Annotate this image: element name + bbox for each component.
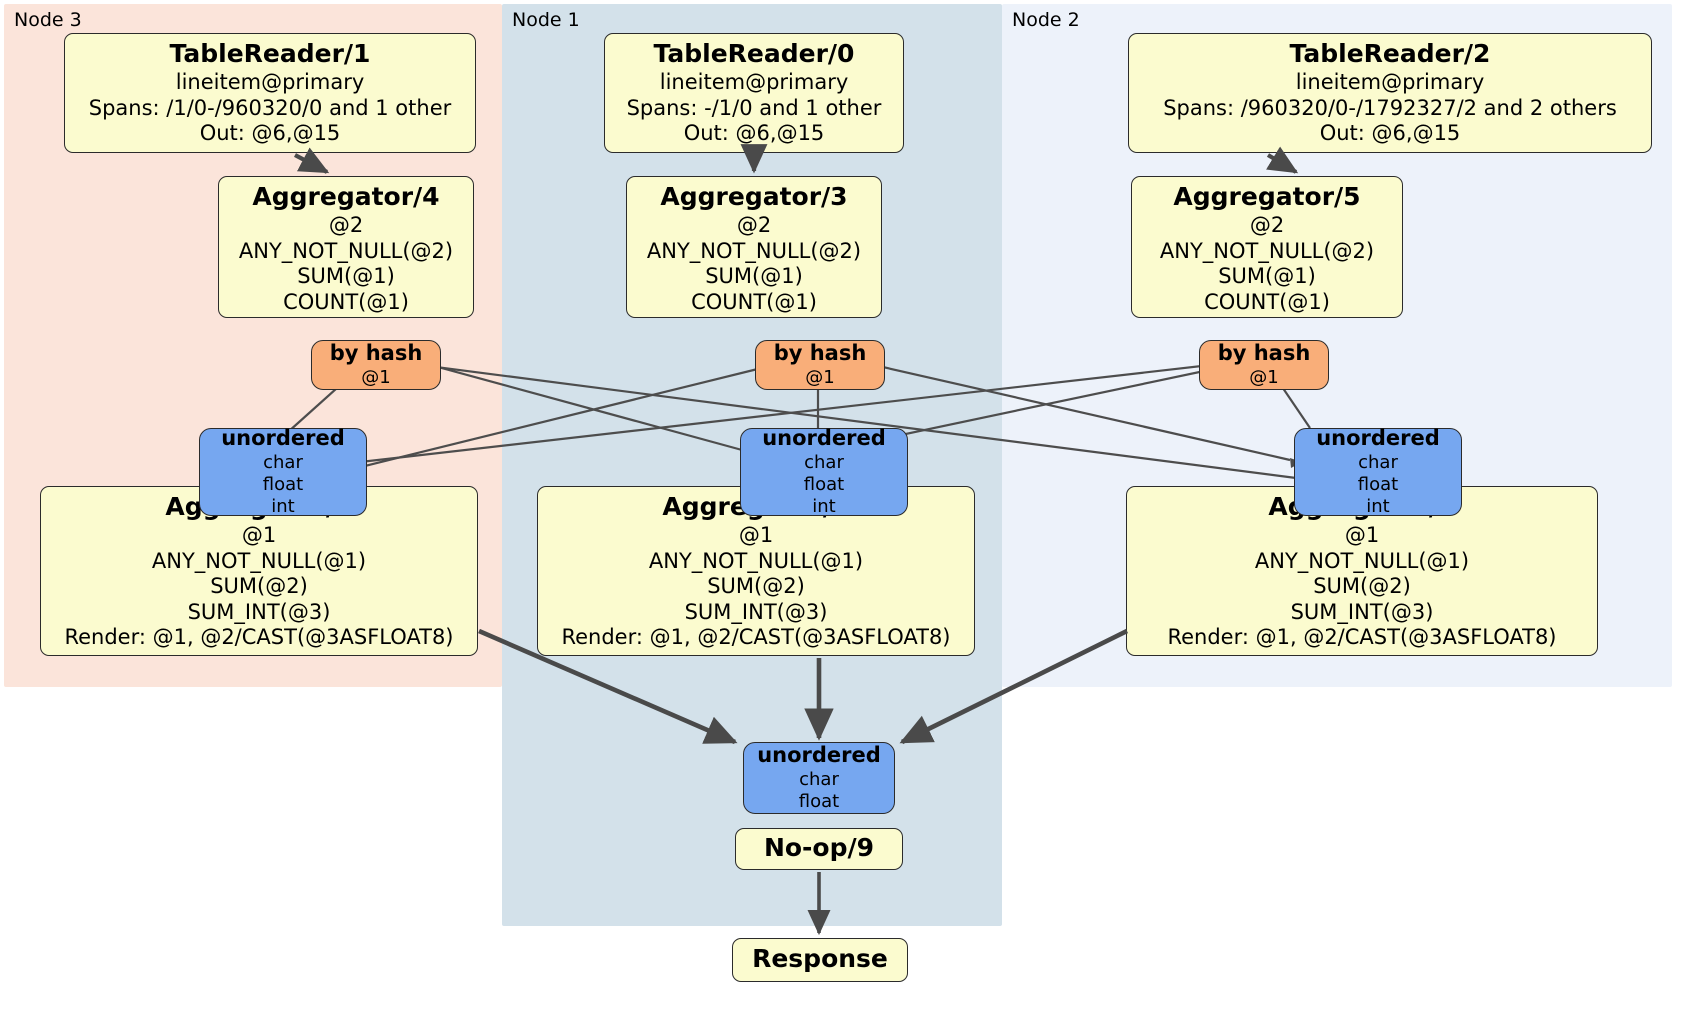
processor-line: Spans: /960320/0-/1792327/2 and 2 others [1163, 95, 1617, 120]
processor-line: SUM(@2) [707, 574, 805, 599]
router-line: char [799, 768, 839, 790]
processor-line: SUM_INT(@3) [684, 599, 828, 624]
processor-title: Response [752, 943, 888, 973]
processor-line: @2 [736, 213, 772, 237]
processor-title: No-op/9 [763, 832, 875, 862]
processor-line: @1 [241, 523, 277, 547]
processor-line: Spans: /1/0-/960320/0 and 1 other [88, 95, 452, 120]
router-line: @1 [805, 366, 835, 388]
router-title: unordered [757, 743, 881, 768]
processor-tablereader-2[interactable]: TableReader/2 lineitem@primary Spans: /9… [1128, 33, 1652, 153]
processor-noop-9[interactable]: No-op/9 [735, 828, 903, 870]
processor-line: ANY_NOT_NULL(@2) [238, 238, 454, 263]
router-unordered-right[interactable]: unordered char float int [1294, 426, 1462, 517]
processor-line: ANY_NOT_NULL(@2) [646, 238, 862, 263]
processor-response[interactable]: Response [732, 938, 908, 982]
processor-line: SUM(@2) [1313, 574, 1411, 599]
processor-title: TableReader/2 [1289, 39, 1491, 68]
processor-line: Render: @1, @2/CAST(@3ASFLOAT8) [561, 625, 951, 650]
processor-line: SUM(@1) [297, 264, 395, 289]
processor-line: @2 [1249, 213, 1285, 237]
processor-line: SUM(@1) [705, 264, 803, 289]
processor-line: lineitem@primary [1295, 70, 1485, 94]
router-line: float [1357, 473, 1399, 495]
processor-line: Out: @6,@15 [683, 121, 825, 146]
processor-line: SUM_INT(@3) [1290, 599, 1434, 624]
processor-line: Spans: -/1/0 and 1 other [626, 95, 882, 120]
processor-line: ANY_NOT_NULL(@1) [1254, 548, 1470, 573]
processor-line: lineitem@primary [175, 70, 365, 94]
router-line: char [263, 451, 303, 473]
router-line: char [1358, 451, 1398, 473]
processor-line: @2 [328, 213, 364, 237]
processor-title: Aggregator/3 [660, 182, 848, 211]
cluster-node-2-label: Node 2 [1012, 9, 1080, 31]
processor-line: COUNT(@1) [1204, 289, 1330, 314]
processor-line: SUM_INT(@3) [187, 599, 331, 624]
processor-line: SUM(@1) [1218, 264, 1316, 289]
processor-line: ANY_NOT_NULL(@1) [151, 548, 367, 573]
router-by-hash-center[interactable]: by hash @1 [755, 340, 885, 390]
router-line: char [804, 451, 844, 473]
router-title: by hash [773, 341, 867, 366]
processor-title: TableReader/0 [653, 39, 855, 68]
cluster-node-1-label: Node 1 [512, 9, 580, 31]
processor-title: TableReader/1 [169, 39, 371, 68]
processor-aggregator-5[interactable]: Aggregator/5 @2 ANY_NOT_NULL(@2) SUM(@1)… [1131, 176, 1403, 318]
processor-line: @1 [738, 523, 774, 547]
router-line: @1 [1249, 366, 1279, 388]
processor-title: Aggregator/5 [1173, 182, 1361, 211]
router-title: unordered [762, 426, 886, 451]
processor-aggregator-3[interactable]: Aggregator/3 @2 ANY_NOT_NULL(@2) SUM(@1)… [626, 176, 882, 318]
processor-tablereader-1[interactable]: TableReader/1 lineitem@primary Spans: /1… [64, 33, 476, 153]
cluster-node-3-label: Node 3 [14, 9, 82, 31]
router-line: float [803, 473, 845, 495]
router-line: int [271, 495, 295, 517]
processor-aggregator-4[interactable]: Aggregator/4 @2 ANY_NOT_NULL(@2) SUM(@1)… [218, 176, 474, 318]
router-title: by hash [1217, 341, 1311, 366]
router-by-hash-right[interactable]: by hash @1 [1199, 340, 1329, 390]
processor-line: @1 [1344, 523, 1380, 547]
processor-line: Out: @6,@15 [199, 121, 341, 146]
router-line: float [262, 473, 304, 495]
processor-line: Out: @6,@15 [1319, 121, 1461, 146]
processor-line: ANY_NOT_NULL(@1) [648, 548, 864, 573]
router-title: unordered [221, 426, 345, 451]
router-line: @1 [361, 366, 391, 388]
processor-line: COUNT(@1) [283, 289, 409, 314]
processor-line: COUNT(@1) [691, 289, 817, 314]
router-line: float [798, 790, 840, 812]
router-line: int [1366, 495, 1390, 517]
processor-line: Render: @1, @2/CAST(@3ASFLOAT8) [64, 625, 454, 650]
processor-title: Aggregator/4 [252, 182, 440, 211]
processor-tablereader-0[interactable]: TableReader/0 lineitem@primary Spans: -/… [604, 33, 904, 153]
router-by-hash-left[interactable]: by hash @1 [311, 340, 441, 390]
router-title: unordered [1316, 426, 1440, 451]
processor-line: ANY_NOT_NULL(@2) [1159, 238, 1375, 263]
router-title: by hash [329, 341, 423, 366]
processor-line: Render: @1, @2/CAST(@3ASFLOAT8) [1167, 625, 1557, 650]
processor-line: SUM(@2) [210, 574, 308, 599]
processor-line: lineitem@primary [659, 70, 849, 94]
router-unordered-center[interactable]: unordered char float int [740, 426, 908, 517]
router-unordered-left[interactable]: unordered char float int [199, 426, 367, 517]
router-line: int [812, 495, 836, 517]
router-unordered-final[interactable]: unordered char float [743, 742, 895, 814]
